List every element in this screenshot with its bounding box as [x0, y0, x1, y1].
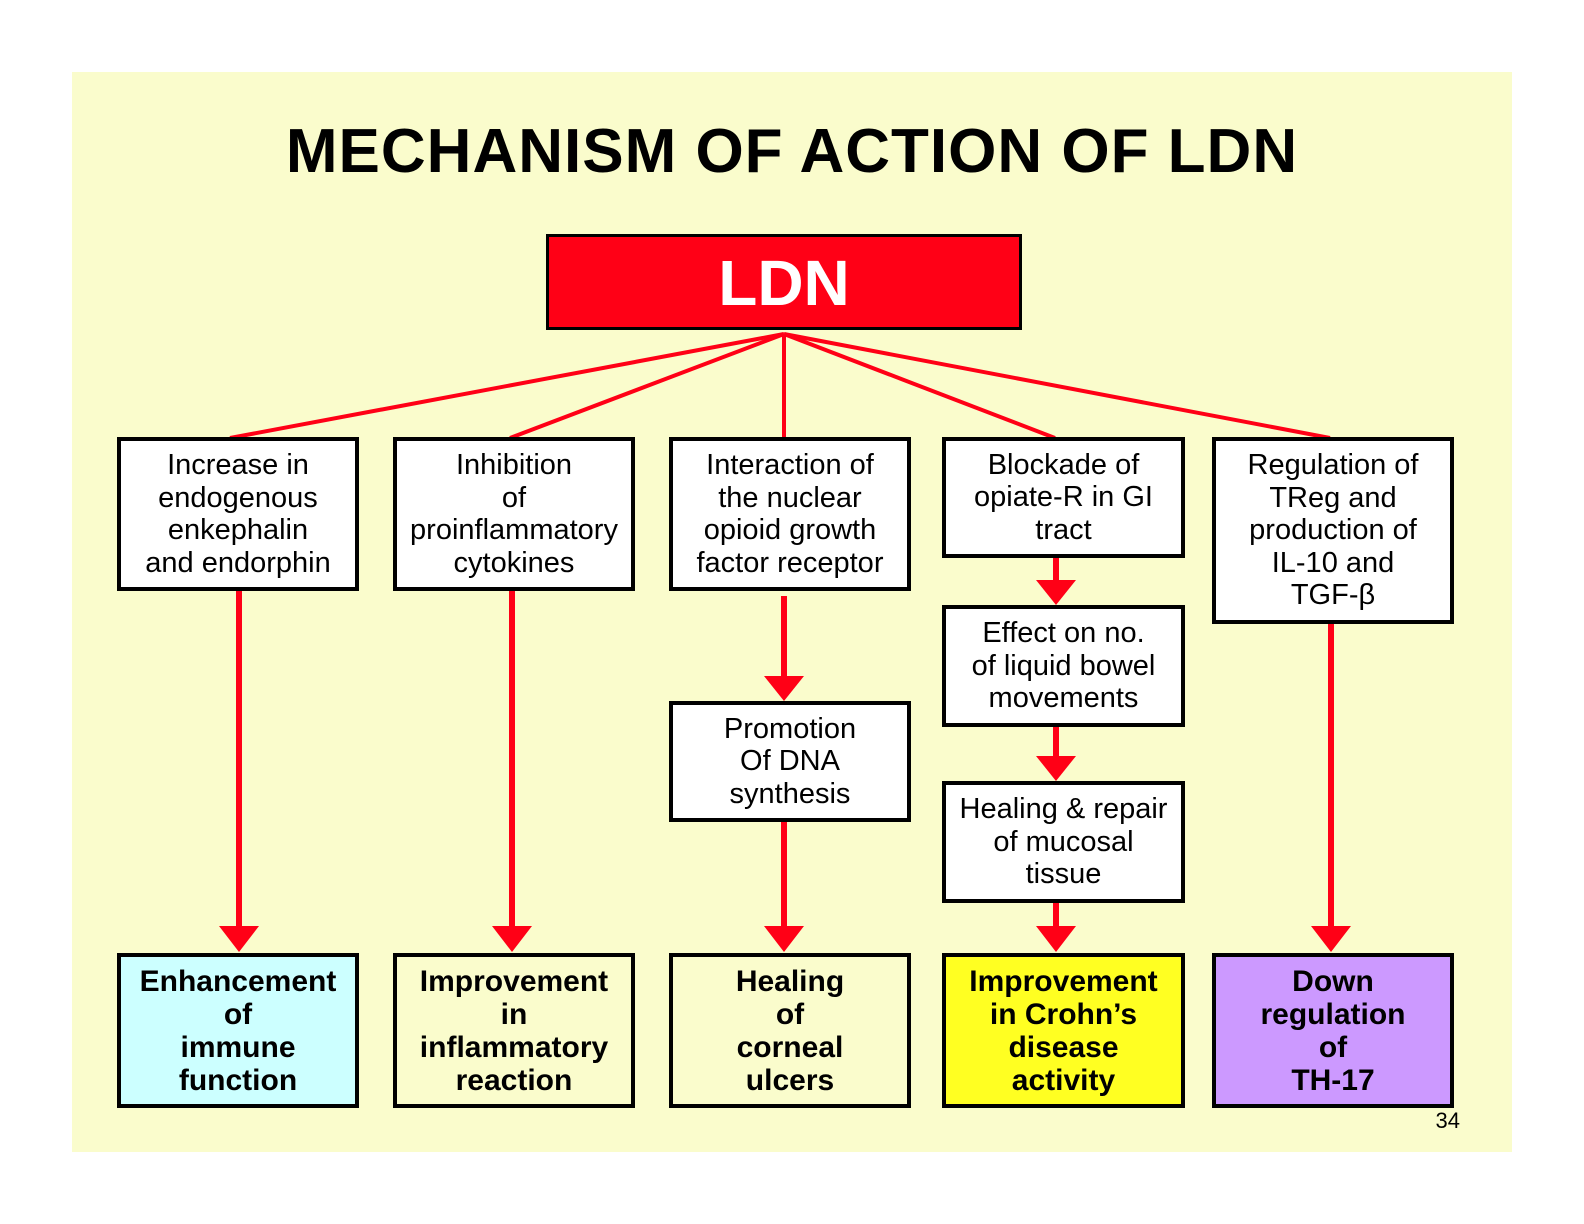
- arrowhead-col4a: [1036, 580, 1076, 605]
- arrowhead-col4c: [1036, 926, 1076, 952]
- page-number: 34: [1435, 1108, 1460, 1133]
- arrowhead-col5: [1311, 926, 1351, 952]
- arrowhead-col3b: [764, 926, 804, 952]
- step-dna-synthesis: Promotion Of DNA synthesis: [669, 701, 911, 822]
- outcome-inflammatory-reaction: Improvement in inflammatory reaction: [393, 953, 635, 1108]
- arrowhead-col3a: [764, 676, 804, 701]
- arrowhead-col1: [219, 926, 259, 952]
- outcome-crohns-activity: Improvement in Crohn’s disease activity: [942, 953, 1185, 1108]
- root-node-ldn: LDN: [546, 234, 1022, 330]
- connector-ldn-to-mechanism-2: [509, 332, 785, 440]
- outcome-th17-downregulation: Down regulation of TH-17: [1212, 953, 1454, 1108]
- mechanism-endogenous-opioids: Increase in endogenous enkephalin and en…: [117, 437, 359, 591]
- connector-ldn-to-mechanism-5: [783, 332, 1331, 440]
- connector-ldn-to-mechanism-4: [783, 332, 1056, 440]
- mechanism-cytokine-inhibition: Inhibition of proinflammatory cytokines: [393, 437, 635, 591]
- mechanism-treg-regulation: Regulation of TReg and production of IL-…: [1212, 437, 1454, 624]
- connector-ldn-to-mechanism-1: [229, 332, 785, 440]
- step-bowel-movements: Effect on no. of liquid bowel movements: [942, 605, 1185, 727]
- arrowhead-col4b: [1036, 756, 1076, 781]
- mechanism-gi-opiate-blockade: Blockade of opiate-R in GI tract: [942, 437, 1185, 558]
- step-mucosal-healing: Healing & repair of mucosal tissue: [942, 781, 1185, 903]
- mechanism-ogf-receptor: Interaction of the nuclear opioid growth…: [669, 437, 911, 591]
- arrowhead-col2: [492, 926, 532, 952]
- slide-title: MECHANISM OF ACTION OF LDN: [285, 117, 1299, 186]
- outcome-immune-function: Enhancement of immune function: [117, 953, 359, 1108]
- outcome-corneal-ulcers: Healing of corneal ulcers: [669, 953, 911, 1108]
